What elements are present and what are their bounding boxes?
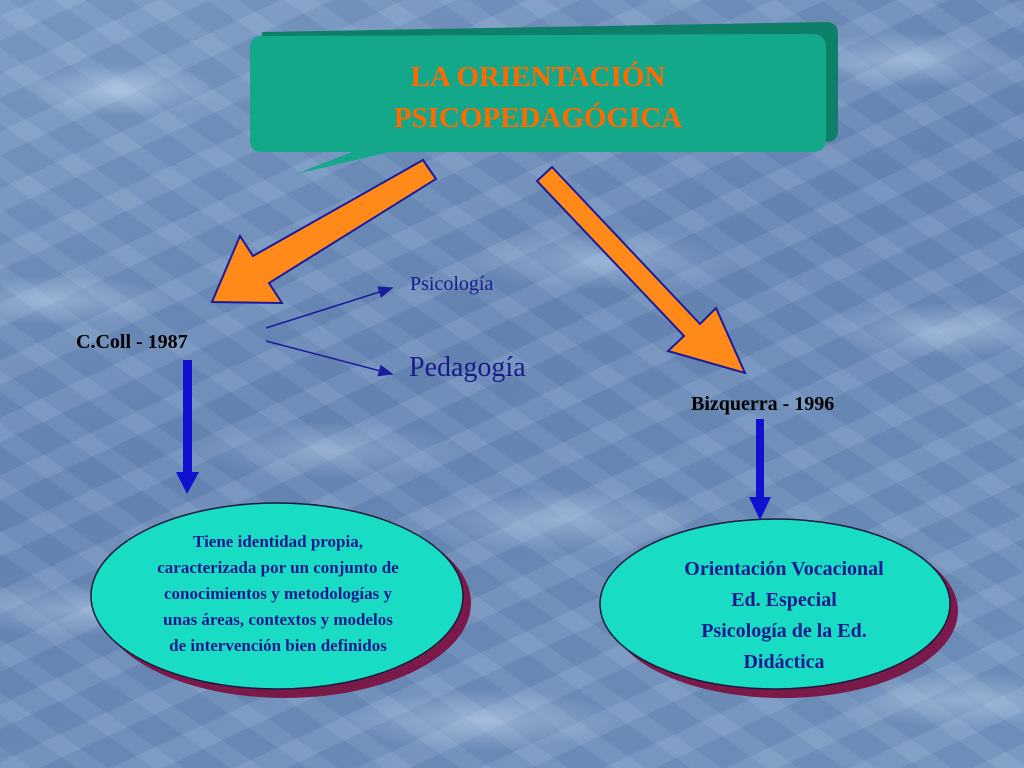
left-oval-face xyxy=(90,502,464,690)
left-oval-line-5: de intervención bien definidos xyxy=(169,636,387,655)
big-arrow-left xyxy=(210,158,438,305)
left-node-label: C.Coll - 1987 xyxy=(76,331,188,353)
right-oval-face xyxy=(599,518,951,690)
right-oval-line-4: Didáctica xyxy=(743,651,824,673)
branch-label-psicologia: Psicología xyxy=(410,273,493,295)
title-callout: LA ORIENTACIÓN PSICOPEDAGÓGICA xyxy=(250,22,838,174)
down-arrow-left xyxy=(176,360,199,494)
branch-label-pedagogia: Pedagogía xyxy=(409,352,526,383)
right-oval-line-3: Psicología de la Ed. xyxy=(701,620,867,642)
left-oval-line-2: caracterizada por un conjunto de xyxy=(157,558,399,577)
title-callout-face xyxy=(250,34,826,174)
left-oval-line-3: conocimientos y metodologías y xyxy=(164,584,393,603)
left-oval-line-1: Tiene identidad propia, xyxy=(193,532,363,551)
branch-arrow-pedagogia xyxy=(265,340,394,377)
left-oval-line-4: unas áreas, contextos y modelos xyxy=(163,610,393,629)
right-areas-oval: Orientación Vocacional Ed. Especial Psic… xyxy=(599,518,958,698)
big-arrow-right xyxy=(535,165,747,375)
right-node-label: Bizquerra - 1996 xyxy=(691,393,834,415)
right-oval-line-1: Orientación Vocacional xyxy=(684,558,884,580)
left-description-oval: Tiene identidad propia, caracterizada po… xyxy=(90,502,471,698)
right-oval-line-2: Ed. Especial xyxy=(731,589,837,611)
title-line-1: LA ORIENTACIÓN xyxy=(411,60,666,93)
down-arrow-right xyxy=(749,419,771,520)
title-line-2: PSICOPEDAGÓGICA xyxy=(394,101,682,134)
branch-arrow-psicologia xyxy=(265,286,394,329)
